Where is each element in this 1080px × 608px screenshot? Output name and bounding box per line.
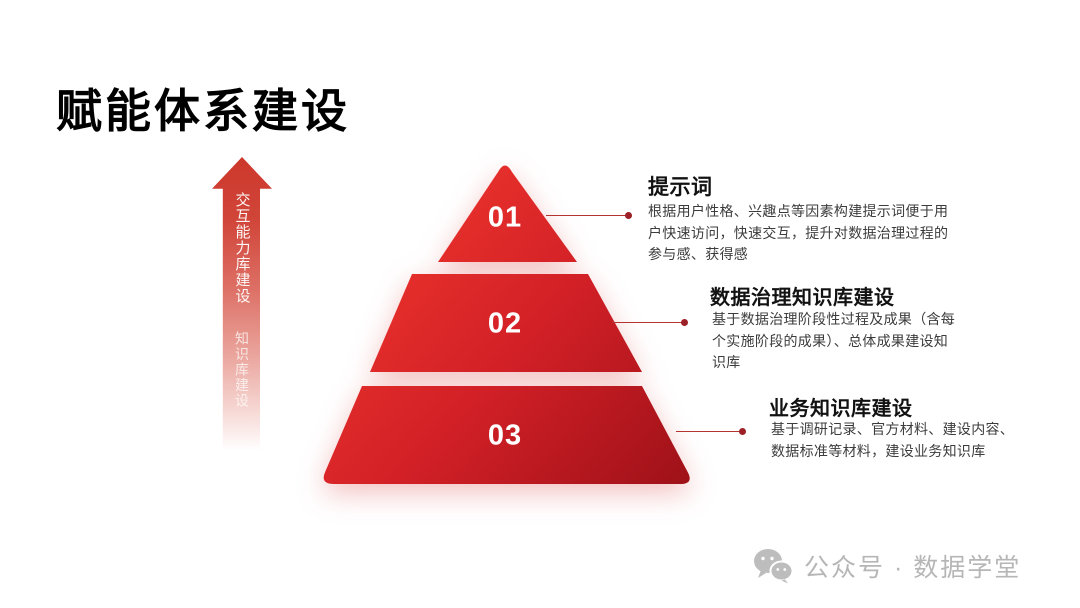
arrow-label-bottom: 知识库建设 — [234, 331, 250, 409]
slide-title: 赋能体系建设 — [56, 84, 350, 137]
pyramid-graphic — [323, 165, 690, 484]
pyramid-level-2-shape — [370, 274, 642, 372]
pyramid-level-2-number: 02 — [487, 307, 523, 340]
watermark: 公众号 · 数据学堂 — [752, 548, 1021, 584]
connector-line — [546, 214, 626, 217]
connector-line — [676, 430, 740, 433]
annotation-2-body: 基于数据治理阶段性过程及成果（含每 个实施阶段的成果）、总体成果建设知 识库 — [712, 311, 956, 370]
wechat-icon — [754, 549, 794, 584]
pyramid-level-3-shape — [323, 386, 690, 484]
pyramid-level-3-number: 03 — [487, 419, 523, 452]
arrow-label-top: 交互能力库建设 — [233, 192, 251, 304]
pyramid-level-1-number: 01 — [487, 201, 523, 234]
annotation-3-title: 业务知识库建设 — [769, 398, 913, 420]
annotation-3-body: 基于调研记录、官方材料、建设内容、 数据标准等材料，建设业务知识库 — [771, 421, 1015, 459]
connector-line — [612, 321, 682, 324]
connector-dot — [739, 428, 746, 435]
pyramid-level-1-shape — [438, 165, 577, 262]
annotation-1-title: 提示词 — [648, 176, 713, 199]
connector-dot — [625, 212, 632, 219]
watermark-text: 公众号 · 数据学堂 — [804, 554, 1022, 582]
annotation-1-body: 根据用户性格、兴趣点等因素构建提示词便于用 户快速访问，快速交互，提升对数据治理… — [648, 203, 949, 262]
connector-level-1 — [546, 212, 632, 219]
connector-level-2 — [612, 319, 688, 326]
pyramid-diagram: 01 02 03 — [312, 154, 702, 492]
annotation-2-title: 数据治理知识库建设 — [710, 287, 895, 309]
connector-dot — [681, 319, 688, 326]
connector-level-3 — [676, 428, 746, 435]
